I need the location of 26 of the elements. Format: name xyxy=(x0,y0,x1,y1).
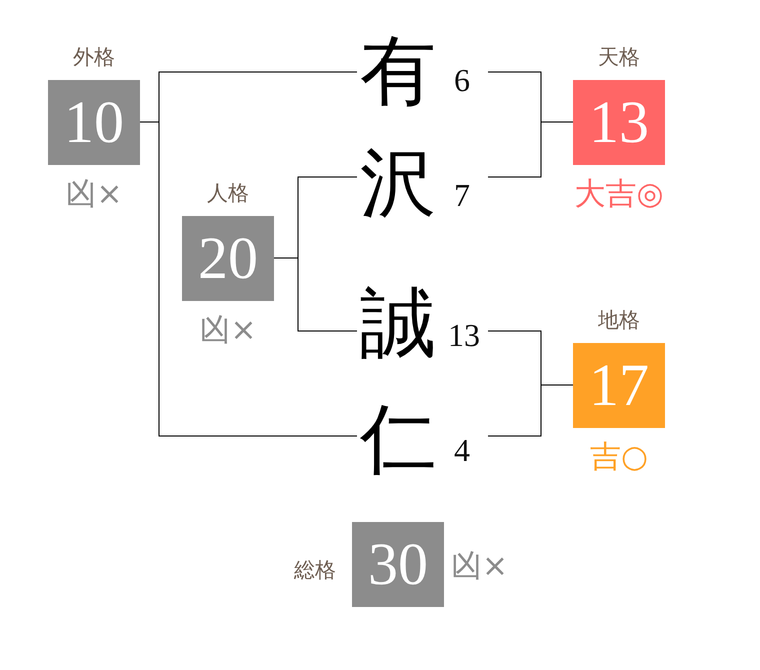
fortune-label: 吉○ xyxy=(590,439,648,475)
kanji-character: 仁 xyxy=(360,402,436,478)
connector-line xyxy=(274,258,358,332)
fortune-label: 凶× xyxy=(451,548,508,584)
connector-line xyxy=(488,384,574,436)
category-label: 総格 xyxy=(294,557,336,583)
score-box: 17 xyxy=(573,343,665,428)
category-label: 地格 xyxy=(598,307,640,333)
stroke-count: 7 xyxy=(454,178,470,212)
kanji-character: 有 xyxy=(360,34,436,110)
score-box: 20 xyxy=(182,216,274,301)
connector-line xyxy=(488,122,574,178)
category-label: 天格 xyxy=(598,44,640,70)
category-label: 人格 xyxy=(207,180,249,206)
score-box: 10 xyxy=(48,80,140,165)
kanji-character: 誠 xyxy=(360,286,436,362)
score-box: 13 xyxy=(573,80,665,165)
stroke-count: 13 xyxy=(448,318,480,352)
stroke-count: 4 xyxy=(454,433,470,467)
category-label: 外格 xyxy=(73,44,115,70)
fortune-label: 凶× xyxy=(200,312,256,348)
kanji-character: 沢 xyxy=(360,146,436,222)
fortune-label: 大吉◎ xyxy=(574,176,664,212)
fortune-label: 凶× xyxy=(66,176,122,212)
score-box: 30 xyxy=(352,522,444,607)
stroke-count: 6 xyxy=(454,63,470,97)
